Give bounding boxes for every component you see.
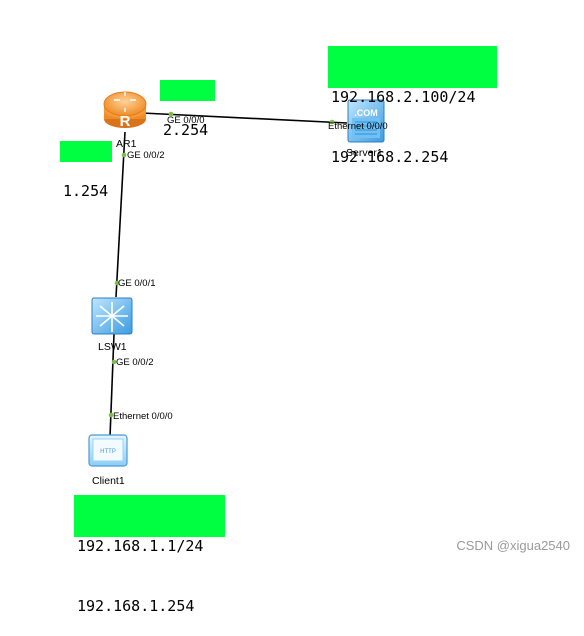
port-dot-router-ge000[interactable] [168,111,174,117]
server-ip-annotation: 192.168.2.100/24 192.168.2.254 [328,46,497,166]
port-label-client-eth: Ethernet 0/0/0 [113,411,173,422]
router-ar1[interactable]: R [103,91,147,130]
port-dot-switch-ge001[interactable] [114,280,120,286]
link-switch-client[interactable] [109,333,115,438]
port-dot-client-eth[interactable] [108,412,114,418]
link-router-server[interactable] [141,112,348,124]
server-server1[interactable]: .COM [347,99,385,143]
port-label-switch-ge001: GE 0/0/1 [118,278,156,289]
client-client1[interactable]: HTTP [88,434,128,467]
port-label-switch-ge002: GE 0/0/2 [116,357,154,368]
server-glyph: .COM [354,108,378,118]
port-label-router-ge002: GE 0/0/2 [127,150,165,161]
router-ge002-ip-annotation: 1.254 [60,141,112,200]
router-ge000-ip-annotation: 2.254 [160,80,215,139]
router-label: AR1 [116,138,137,150]
router-glyph: R [120,113,131,130]
client-label: Client1 [92,475,125,487]
port-dot-switch-ge002[interactable] [111,359,117,365]
watermark-text: CSDN @xigua2540 [456,538,570,553]
port-dot-router-ge002[interactable] [121,152,127,158]
server-label: Server1 [346,147,383,159]
server-ip-gateway: 192.168.2.254 [331,148,449,166]
port-label-server-eth: Ethernet 0/0/0 [328,121,388,132]
switch-lsw1[interactable] [91,297,133,335]
router-ge002-ip: 1.254 [63,182,109,200]
client-ip-gateway: 192.168.1.254 [77,597,195,615]
server-ip-address: 192.168.2.100/24 [331,88,476,106]
router-ge000-ip: 2.254 [163,121,209,139]
port-label-router-ge000: GE 0/0/0 [167,115,205,126]
link-router-switch[interactable] [115,131,126,298]
client-ip-address: 192.168.1.1/24 [77,537,204,555]
topology-canvas: R AR1 .COM Server1 LSW1 HTTP Client1 GE … [88,91,388,487]
port-dot-server-eth[interactable] [329,119,335,125]
client-glyph: HTTP [100,449,116,455]
client-ip-annotation: 192.168.1.1/24 192.168.1.254 [74,495,225,615]
switch-label: LSW1 [98,341,127,353]
